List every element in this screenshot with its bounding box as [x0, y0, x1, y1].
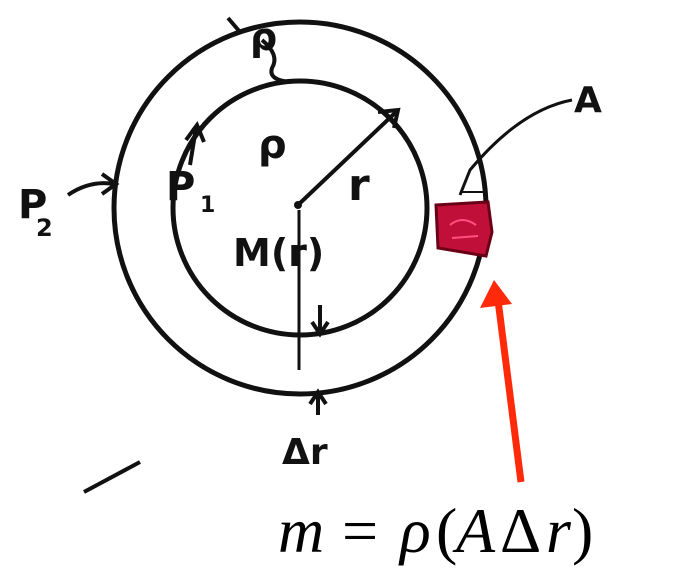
- p2-arrowhead: [100, 172, 120, 196]
- radius-label: r: [348, 160, 370, 211]
- stray-stroke: [83, 460, 141, 494]
- outer-density-label: ρ: [250, 15, 277, 59]
- eq-delta: Δ: [500, 495, 541, 566]
- eq-rho: ρ: [398, 495, 431, 566]
- density-squiggle: [260, 38, 291, 84]
- outer-top-tick: [226, 16, 242, 34]
- radius-line: [296, 110, 398, 207]
- p1-arrow: [188, 127, 198, 166]
- eq-a: A: [452, 495, 496, 566]
- enclosed-mass-label: M(r): [233, 231, 324, 275]
- shell-thickness-label: Δr: [282, 432, 328, 473]
- red-arrowhead: [480, 280, 512, 308]
- eq-close-paren: ): [572, 495, 593, 566]
- dr-inner-arrowhead: [310, 320, 330, 338]
- eq-open-paren: (: [436, 495, 457, 566]
- area-label: A: [574, 80, 602, 121]
- p1-label: P: [166, 164, 195, 210]
- p2-arrow: [66, 181, 115, 197]
- red-arrow-shaft: [494, 299, 525, 483]
- radius-arrowhead: [377, 107, 401, 129]
- mass-element-detail: [449, 219, 479, 239]
- eq-equals: =: [342, 495, 378, 566]
- inner-density-label: ρ: [258, 122, 287, 168]
- dr-outer-arrowhead: [308, 388, 328, 406]
- area-pointer: [458, 98, 573, 196]
- p1-subscript: 1: [200, 193, 215, 218]
- center-dot: [294, 201, 302, 209]
- eq-r: r: [546, 495, 572, 566]
- mass-element: [434, 200, 494, 258]
- mass-equation: m = ρ ( A Δ r ): [278, 495, 593, 566]
- p2-subscript: 2: [36, 214, 53, 242]
- p1-arrowhead: [184, 120, 206, 143]
- eq-lhs: m: [278, 495, 324, 566]
- p2-label: P: [18, 182, 47, 228]
